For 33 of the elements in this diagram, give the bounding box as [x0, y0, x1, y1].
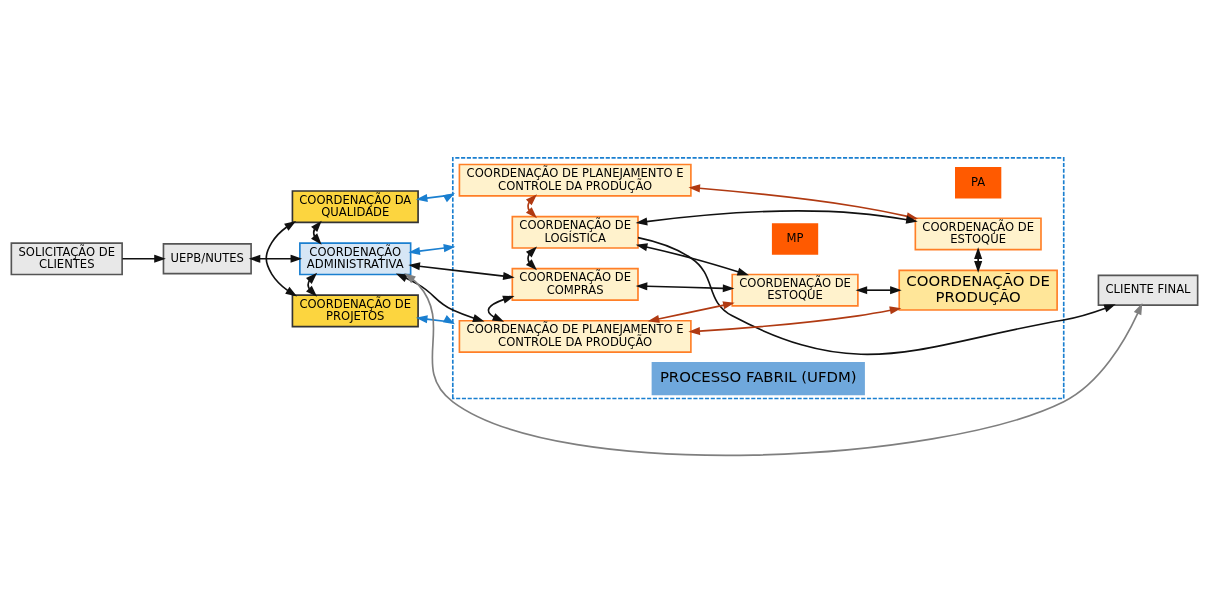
node-box: COORDENAÇÃO ADMINISTRATIVA	[299, 242, 412, 276]
arrow	[525, 246, 538, 271]
arrow	[855, 286, 902, 295]
node-box: COORDENAÇÃO DE ESTOQUE	[731, 273, 859, 307]
arrow	[121, 254, 166, 263]
node-box: CLIENTE FINAL	[1097, 274, 1199, 306]
node-box: PA	[955, 167, 1002, 199]
arrow	[688, 306, 902, 336]
node-box: COORDENAÇÃO DA QUALIDADE	[291, 190, 419, 224]
arrow	[487, 295, 515, 322]
arrow	[408, 262, 515, 281]
node-box: COORDENAÇÃO DE LOGÍSTICA	[511, 215, 639, 249]
node-box: COORDENAÇÃO DE ESTOQUE	[914, 217, 1042, 251]
node-box: COORDENAÇÃO DE PLANEJAMENTO E CONTROLE DA PRODUÇÃO	[458, 163, 692, 197]
arrow	[408, 244, 456, 256]
arrow	[265, 221, 298, 297]
arrow	[635, 243, 749, 276]
arrow	[635, 282, 735, 293]
arrow	[311, 220, 322, 245]
node-box: COORDENAÇÃO DE PRODUÇÃO	[898, 269, 1058, 311]
arrow	[415, 315, 455, 325]
arrow	[395, 273, 485, 322]
node-box: SOLICITAÇÃO DE CLIENTES	[10, 242, 123, 276]
node-box: COORDENAÇÃO DE PROJETOS	[291, 294, 419, 328]
node-box: MP	[771, 223, 819, 255]
node-box: UEPB/NUTES	[162, 243, 252, 275]
arrow	[248, 254, 303, 263]
arrow	[525, 194, 538, 219]
node-box: COORDENAÇÃO DE COMPRAS	[511, 267, 639, 301]
arrow	[647, 301, 735, 323]
node-box: COORDENAÇÃO DE PLANEJAMENTO E CONTROLE DA PRODUÇÃO	[458, 319, 692, 353]
arrow	[637, 236, 1116, 356]
arrow	[415, 192, 455, 203]
